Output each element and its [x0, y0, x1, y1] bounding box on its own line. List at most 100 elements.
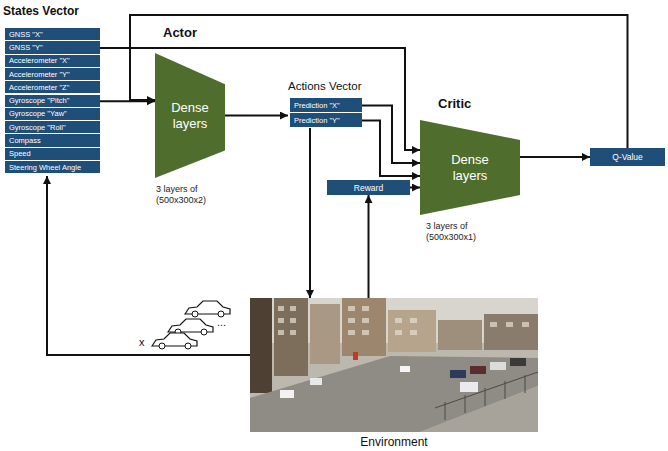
picture-rect	[470, 366, 486, 374]
action-row: Prediction "X"	[290, 98, 362, 113]
picture-circle	[192, 311, 198, 317]
box-text: Compass	[9, 136, 41, 145]
flow-arrow	[47, 176, 250, 355]
network-title: Actor	[163, 25, 197, 40]
picture-line	[525, 375, 526, 393]
flow-arrow	[520, 156, 590, 158]
box-text: Gyroscope "Pitch"	[9, 96, 69, 105]
picture-rect	[362, 306, 369, 311]
car-icon	[185, 301, 230, 317]
picture-rect	[388, 310, 436, 352]
picture-line	[505, 381, 506, 399]
picture-rect	[395, 318, 402, 323]
q-value-box: Q-Value	[590, 148, 665, 166]
picture-rect	[400, 366, 410, 372]
box-text: GNSS "X"	[9, 30, 43, 39]
network-title: Critic	[438, 96, 471, 111]
picture-rect	[278, 306, 284, 311]
picture-rect	[522, 322, 529, 327]
picture-polygon	[250, 356, 538, 432]
layer-size-note: 3 layers of (500x300x1)	[426, 221, 506, 243]
picture-line	[485, 388, 486, 406]
box-text: Accelerometer "Z"	[9, 83, 69, 92]
box-text: Steering Wheel Angle	[9, 163, 81, 172]
box-text: Gyroscope "Roll"	[9, 123, 66, 132]
flow-arrow	[309, 128, 311, 298]
environment: Environment	[250, 298, 538, 432]
box-text: Reward	[354, 183, 383, 193]
picture-rect	[490, 322, 497, 327]
state-row: Gyroscope "Roll"	[5, 121, 100, 134]
trapezoid-fill	[420, 120, 520, 215]
picture-rect	[278, 330, 284, 335]
environment-picture	[250, 298, 538, 432]
car-icon	[152, 333, 197, 349]
picture-rect	[348, 318, 355, 323]
picture-rect	[290, 306, 296, 311]
picture-rect	[362, 330, 369, 335]
picture-line	[445, 402, 446, 420]
box-text: Speed	[9, 149, 31, 158]
box-text: Accelerometer "Y"	[9, 70, 70, 79]
state-row: GNSS "Y"	[5, 41, 100, 54]
picture-rect	[410, 330, 417, 335]
picture-rect	[460, 382, 478, 392]
box-text: Gyroscope "Yaw"	[9, 109, 67, 118]
continuation-mark: ...	[217, 316, 237, 329]
action-row: Prediction "Y"	[290, 113, 362, 128]
picture-line	[465, 395, 466, 413]
picture-rect	[410, 318, 417, 323]
reward-box: Reward	[327, 180, 410, 195]
picture-g	[280, 358, 526, 398]
picture-rect	[395, 330, 402, 335]
network-body: Dense layers	[440, 152, 500, 183]
box-text: Accelerometer "X"	[9, 56, 70, 65]
picture-circle	[201, 329, 207, 335]
picture-g	[435, 372, 538, 420]
flow-arrow	[100, 48, 420, 150]
flow-arrow	[225, 115, 288, 117]
layer-size-note: 3 layers of (500x300x2)	[156, 184, 236, 206]
picture-rect	[510, 358, 526, 366]
flow-arrow	[410, 187, 420, 189]
picture-rect	[484, 314, 538, 350]
state-row: Gyroscope "Yaw"	[5, 108, 100, 121]
flow-arrow	[362, 106, 420, 164]
state-row: Accelerometer "X"	[5, 55, 100, 68]
box-text: Prediction "X"	[294, 101, 340, 110]
picture-rect	[274, 298, 308, 376]
picture-g	[278, 306, 529, 335]
flow-arrow	[362, 121, 420, 177]
state-row: Accelerometer "Z"	[5, 81, 100, 94]
state-row: Steering Wheel Angle	[5, 161, 100, 174]
group-title: Actions Vector	[288, 80, 364, 92]
picture-rect	[310, 378, 322, 385]
picture-rect	[490, 362, 506, 370]
picture-rect	[280, 390, 294, 398]
picture-rect	[342, 298, 386, 356]
state-row: Accelerometer "Y"	[5, 68, 100, 81]
picture-rect	[250, 298, 272, 393]
actor-network: ActorDense layers	[155, 53, 225, 178]
picture-rect	[506, 322, 513, 327]
flow-arrow	[368, 195, 370, 298]
multiplicity-mark: x	[139, 336, 151, 349]
network-body: Dense layers	[160, 100, 220, 131]
picture-rect	[438, 320, 482, 350]
state-row: GNSS "X"	[5, 28, 100, 41]
picture-rect	[290, 318, 296, 323]
picture-rect	[250, 298, 538, 432]
environment-caption: Environment	[250, 435, 538, 449]
picture-rect	[310, 304, 340, 364]
box-text: Q-Value	[612, 152, 643, 162]
critic-network: CriticDense layers	[420, 120, 520, 215]
state-row: Compass	[5, 134, 100, 147]
picture-rect	[450, 370, 466, 378]
picture-rect	[362, 318, 369, 323]
picture-circle	[159, 343, 165, 349]
state-row: Speed	[5, 148, 100, 161]
picture-rect	[278, 318, 284, 323]
picture-rect	[353, 352, 358, 360]
group-title: States Vector	[3, 4, 102, 18]
box-text: GNSS "Y"	[9, 43, 43, 52]
